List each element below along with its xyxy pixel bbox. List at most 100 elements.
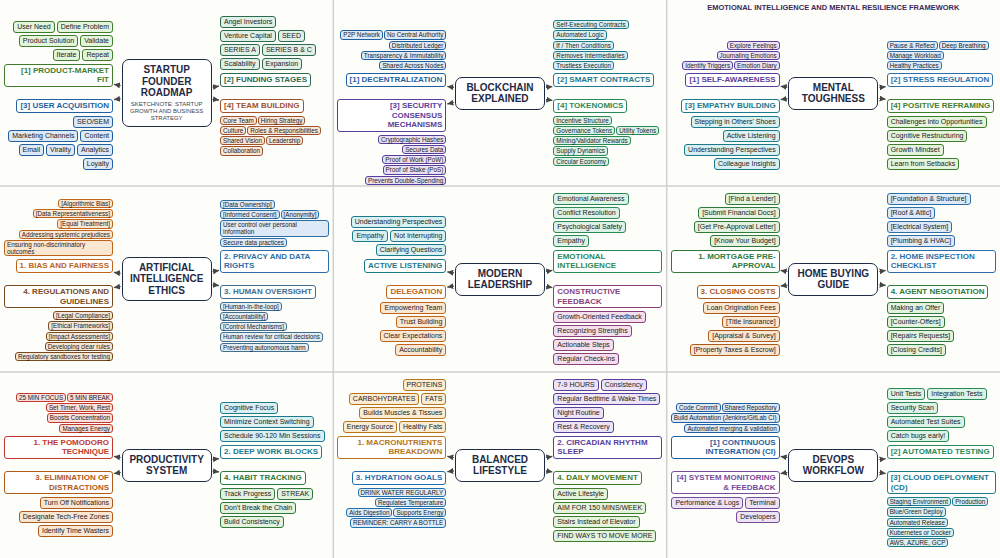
item-group: [Human-in-the-loop][Accountability][Cont… [220,302,329,368]
section-heading: [4] POSITIVE REFRAMING [887,99,995,113]
section-title: 1. MORTGAGE PRE-APPROVAL [675,252,776,271]
item-label: 5 MIN BREAK [67,393,113,402]
item-group: Staging EnvironmentProductionBlue/Green … [887,497,996,554]
item-label: Ensuring non-discriminatory outcomes [4,240,113,256]
section-heading: [3] SECURITY CONSENSUS MECHANISMS [337,99,446,132]
item-group: Cognitive FocusMinimize Context Switchin… [220,376,329,442]
diagram-title: PRODUCTIVITY SYSTEM [126,454,208,477]
item-label: [Accountability] [220,312,268,321]
connector-arrow [546,470,552,472]
section-title: [1] PRODUCT-MARKET FIT [8,66,109,85]
item-group: Explore FeelingsJournaling EmotionsIdent… [671,17,780,70]
section-heading: 3. CLOSING COSTS [697,285,780,299]
panel-divider [666,0,668,558]
item-label: Terminal [745,497,779,509]
item-label: Automated Test Suites [887,416,965,428]
item-label: Supply Dynamics [553,146,608,155]
title-node: HOME BUYING GUIDE [788,263,878,296]
section-title: [2] STRESS REGULATION [891,75,990,85]
item-label: Boosts Concentration [47,413,113,422]
item-label: Regular Check-ins [553,353,619,365]
section-title: [2] SMART CONTRACTS [557,75,650,85]
connector-arrow [879,270,885,271]
section-title: 1. THE POMODORO TECHNIQUE [8,438,109,457]
item-group: Growth-Oriented FeedbackRecognizing Stre… [553,311,662,368]
item-group: Stepping in Others' ShoesActive Listenin… [671,116,780,182]
item-label: FIND WAYS TO MOVE MORE [553,530,656,542]
item-label: Build Automation (Jenkins/GitLab CI) [671,413,780,422]
item-label: Secures Data [402,145,446,154]
item-label: [Plumbing & HVAC] [887,235,956,247]
item-group: SEO/SEMMarketing ChannelsContentEmailVir… [4,116,113,182]
section-title: 2. DEEP WORK BLOCKS [224,447,318,457]
item-label: Transparency & Immutability [361,51,447,60]
item-label: Empathy [553,235,589,247]
section-title: [3] SECURITY CONSENSUS MECHANISMS [341,101,442,130]
item-label: Emotional Awareness [553,193,628,205]
item-label: Blue/Green Deploy [887,507,946,516]
connector-arrow [114,272,121,274]
item-label: [Legal Compliance] [53,311,113,320]
item-label: [Ethical Frameworks] [48,321,113,330]
item-label: Understanding Perspectives [351,216,447,228]
item-label: Self-Executing Contracts [553,20,628,29]
section-title: 4. REGULATIONS AND GUIDELINES [8,287,109,306]
item-label: Mining/Validator Rewards [553,136,630,145]
title-node: BLOCKCHAIN EXPLAINED [455,77,545,110]
item-label: Automated Logic [553,30,606,39]
connector-arrow [213,86,219,88]
item-label: Marketing Channels [8,130,78,142]
item-label: [Property Taxes & Escrow] [690,344,780,356]
section-heading: [2] AUTOMATED TESTING [887,445,994,459]
item-group: Challenges into OpportunitiesCognitive R… [887,116,996,182]
item-label: Incentive Structure [553,116,612,125]
item-label: Supports Energy [393,508,446,517]
section-title: DELEGATION [390,287,442,297]
diagram-title: STARTUP FOUNDER ROADMAP [126,64,208,99]
section-heading: 2. DEEP WORK BLOCKS [220,445,322,459]
item-label: Rest & Recovery [553,421,614,433]
item-group: [Data Ownership][Informed Consent][Anony… [220,190,329,247]
item-label: [Equal Treatment] [57,219,113,228]
connector-arrow [546,287,552,288]
item-label: Shared Across Nodes [379,61,446,70]
item-label: Growth Mindset [887,144,944,156]
item-label: Accountability [395,344,446,356]
item-label: Learn from Setbacks [887,158,960,170]
item-label: Developers [736,511,779,523]
item-label: Product Solution [19,35,78,47]
section-heading: [4] TEAM BUILDING [220,99,304,113]
item-label: Circular Economy [553,157,609,166]
connector-arrow [114,472,121,473]
panel-banner: EMOTIONAL INTELLIGENCE AND MENTAL RESILI… [671,3,996,12]
item-label: Manages Energy [59,424,113,433]
item-label: PROTEINS [403,379,447,391]
item-label: [Electrical System] [887,221,953,233]
item-label: Angel Investors [220,16,276,28]
connector-arrow [447,271,454,273]
section-heading: CONSTRUCTIVE FEEDBACK [553,285,662,308]
section-title: 3. HUMAN OVERSIGHT [224,287,312,297]
panel-area: BLOCKCHAIN EXPLAINED[1] DECENTRALIZATION… [333,0,666,186]
item-label: Collaboration [220,146,263,155]
item-label: If / Then Conditions [553,41,614,50]
item-group: Active LifestyleAIM FOR 150 MINS/WEEKSta… [553,488,662,554]
item-label: Security Scan [887,402,938,414]
item-label: Repeat [82,49,113,61]
connector-arrow [114,456,121,457]
item-label: Regulates Temperature [375,498,446,507]
section-title: [4] TOKENOMICS [557,101,623,111]
item-label: Aids Digestion [346,508,392,517]
item-label: Define Problem [57,21,113,33]
panel-divider [333,0,335,558]
item-label: Pause & Reflect [887,41,938,50]
item-label: Scalability [220,58,260,70]
item-label: [Roof & Attic] [887,207,935,219]
item-label: [Control Mechanisms] [220,322,287,331]
connector-arrow [213,270,219,271]
item-label: Healthy Fats [399,421,446,433]
connector-arrow [213,458,219,460]
item-label: Empathy [352,230,388,242]
item-group: Pause & ReflectDeep BreathingManage Work… [887,17,996,70]
item-label: Validate [80,35,113,47]
